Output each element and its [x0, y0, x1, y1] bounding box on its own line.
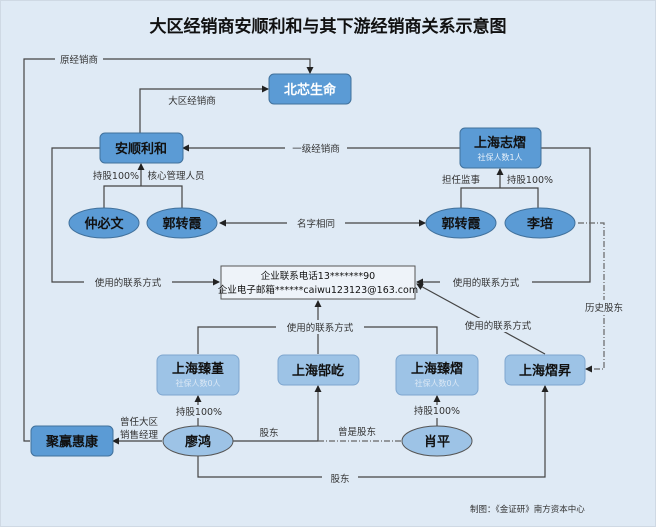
label-tier1-dealer: 一级经销商: [292, 143, 340, 155]
svg-text:郭转霞: 郭转霞: [441, 216, 481, 232]
label-hold-100-d: 持股100%: [414, 405, 460, 417]
node-lipei[interactable]: 李培: [504, 207, 576, 239]
edge-historic-shareholder: 历史股东: [578, 222, 626, 373]
label-regional-dealer: 大区经销商: [168, 95, 216, 107]
label-hold-100-b: 持股100%: [507, 174, 553, 186]
diagram-title: 大区经销商安顺利和与其下游经销商关系示意图: [150, 16, 507, 37]
node-xisheng[interactable]: 上海熠昇: [504, 354, 586, 386]
label-hold-100-a: 持股100%: [93, 170, 139, 182]
edge-tier1-dealer: 一级经销商: [182, 141, 460, 155]
edge-former-manager: 曾任大区 销售经理: [112, 416, 162, 445]
label-contact-right: 使用的联系方式: [453, 277, 520, 289]
edge-anshun-owners: 持股100% 核心管理人员: [93, 163, 205, 208]
node-contact-info[interactable]: 企业联系电话13*******90 企业电子邮箱******caiwu12312…: [218, 265, 418, 300]
svg-text:上海熠昇: 上海熠昇: [519, 363, 571, 379]
svg-text:社保人数0人: 社保人数0人: [175, 378, 220, 388]
node-zhixi[interactable]: 上海志熠 社保人数1人: [459, 127, 542, 169]
edge-shareholder-b: 股东: [197, 385, 549, 485]
edge-zhixi-owners: 担任监事 持股100%: [442, 168, 553, 208]
label-former-manager-2: 销售经理: [120, 429, 159, 441]
svg-text:社保人数0人: 社保人数0人: [414, 378, 459, 388]
node-gaoyi[interactable]: 上海郜屹: [277, 354, 360, 386]
svg-text:社保人数1人: 社保人数1人: [477, 152, 522, 162]
edge-hold-100-c: 持股100%: [176, 395, 222, 427]
edge-contact-xisheng: 使用的联系方式: [416, 283, 546, 355]
node-xiaoping[interactable]: 肖平: [401, 425, 473, 457]
svg-text:仲必文: 仲必文: [84, 216, 124, 232]
svg-text:上海郜屹: 上海郜屹: [292, 363, 344, 379]
svg-text:北芯生命: 北芯生命: [284, 82, 337, 98]
edge-former-shareholder: 曾是股东: [318, 426, 401, 442]
node-zhenxi[interactable]: 上海臻熠 社保人数0人: [395, 354, 479, 396]
label-core-mgmt: 核心管理人员: [147, 170, 204, 182]
label-contact-xisheng: 使用的联系方式: [465, 320, 532, 332]
label-contact-bottom: 使用的联系方式: [287, 322, 354, 334]
node-anshun[interactable]: 安顺利和: [99, 132, 184, 164]
label-same-name: 名字相同: [297, 218, 335, 230]
edge-contact-right: 使用的联系方式: [416, 147, 591, 289]
node-guozhuanxia-right[interactable]: 郭转霞: [425, 207, 497, 239]
label-former-manager-1: 曾任大区: [120, 416, 159, 428]
edge-regional-dealer: 大区经销商: [139, 85, 269, 133]
node-liaohong[interactable]: 廖鸿: [162, 425, 234, 457]
edge-shareholder-a: 股东: [233, 385, 322, 442]
svg-text:肖平: 肖平: [424, 434, 450, 450]
edge-contact-bottom: 使用的联系方式: [197, 300, 438, 354]
svg-text:廖鸿: 廖鸿: [185, 434, 211, 450]
credit-text: 制图：《金证研》南方资本中心: [470, 504, 585, 515]
svg-text:聚赢惠康: 聚赢惠康: [45, 434, 99, 450]
edge-former-dealer: 原经销商: [23, 52, 314, 442]
svg-text:安顺利和: 安顺利和: [115, 141, 167, 157]
label-shareholder-a: 股东: [259, 427, 278, 439]
svg-text:郭转霞: 郭转霞: [162, 216, 202, 232]
node-juying[interactable]: 聚赢惠康: [30, 425, 114, 457]
svg-text:上海志熠: 上海志熠: [474, 135, 526, 151]
node-zhongbiwen[interactable]: 仲必文: [68, 207, 140, 239]
label-shareholder-b: 股东: [330, 473, 349, 485]
svg-text:上海臻熠: 上海臻熠: [411, 361, 463, 377]
node-guozhuanxia-left[interactable]: 郭转霞: [146, 207, 218, 239]
edge-same-name: 名字相同: [219, 216, 426, 230]
label-hold-100-c: 持股100%: [176, 406, 222, 418]
node-zhenjin[interactable]: 上海臻堇 社保人数0人: [156, 354, 240, 396]
label-supervisor: 担任监事: [442, 174, 481, 186]
edge-hold-100-d: 持股100%: [414, 395, 460, 427]
edge-contact-left: 使用的联系方式: [51, 147, 220, 289]
node-beixin[interactable]: 北芯生命: [268, 73, 352, 105]
label-contact-left: 使用的联系方式: [95, 277, 162, 289]
label-historic-shareholder: 历史股东: [585, 302, 623, 314]
svg-text:上海臻堇: 上海臻堇: [172, 361, 224, 377]
contact-email: 企业电子邮箱******caiwu123123@163.com: [218, 284, 418, 296]
svg-text:李培: 李培: [526, 216, 553, 232]
contact-phone: 企业联系电话13*******90: [261, 270, 375, 282]
label-former-dealer: 原经销商: [60, 54, 98, 66]
label-former-shareholder: 曾是股东: [338, 426, 376, 438]
